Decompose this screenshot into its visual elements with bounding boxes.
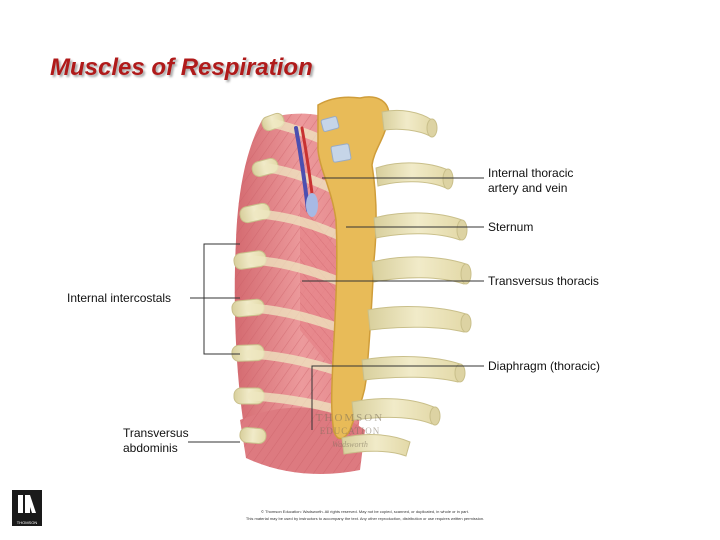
label-diaphragm: Diaphragm (thoracic): [488, 359, 601, 373]
label-transversus-thoracis: Transversus thoracis: [488, 274, 599, 288]
label-internal-thoracic: Internal thoracic artery and vein: [488, 166, 574, 195]
copyright-notice: © Thomson Education: Wadsworth. All righ…: [245, 509, 485, 521]
publisher-logo: THOMSON: [12, 490, 42, 526]
right-ribs: [341, 109, 472, 457]
costal-cartilage-joints: [320, 116, 352, 163]
label-transversus-abdominis: Transversus abdominis: [123, 426, 189, 455]
page-title: Muscles of Respiration: [50, 54, 313, 81]
label-sternum: Sternum: [488, 220, 534, 234]
publisher-watermark: THOMSON EDUCATION Wadsworth: [315, 412, 385, 449]
label-internal-intercostals: Internal intercostals: [67, 291, 172, 305]
publisher-logo-mark-icon: [18, 495, 36, 513]
leader-lines: [188, 177, 484, 443]
internal-thoracic-vessels: [294, 126, 318, 217]
